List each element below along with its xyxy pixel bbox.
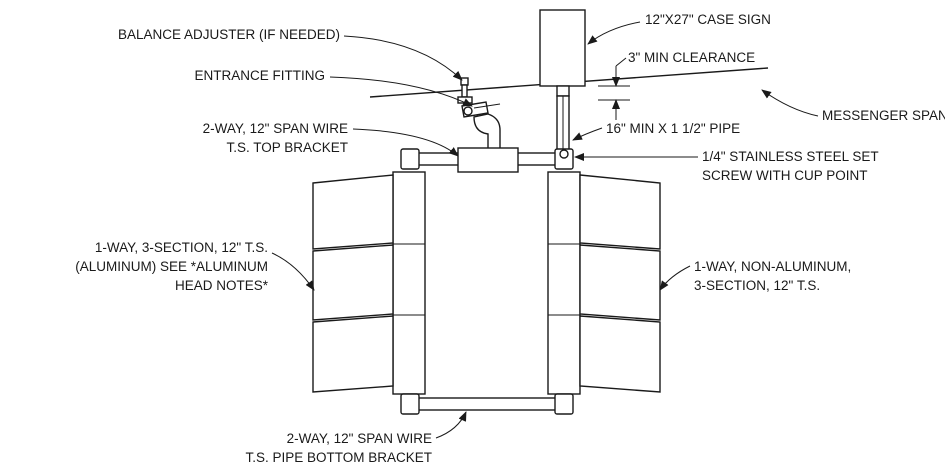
case-sign-leader <box>587 21 641 45</box>
messenger-span-leader <box>761 89 819 117</box>
pipe-leader <box>572 127 603 141</box>
non-aluminum-head-leader <box>659 265 691 291</box>
entrance-fitting-leader <box>329 76 473 107</box>
top-bracket <box>400 147 574 173</box>
label-bottom-bracket-1: 2-WAY, 12" SPAN WIRE <box>287 431 432 446</box>
case-sign <box>539 9 586 97</box>
label-set-screw-2: SCREW WITH CUP POINT <box>702 168 868 183</box>
balance-adjuster-leader <box>343 35 463 81</box>
label-non-aluminum-2: 3-SECTION, 12" T.S. <box>694 278 820 293</box>
left-signal-head <box>312 174 425 393</box>
label-set-screw-1: 1/4" STAINLESS STEEL SET <box>702 149 879 164</box>
left-signal-column <box>392 171 426 395</box>
right-signal-column <box>547 171 581 395</box>
top-bracket-leader <box>352 128 459 157</box>
label-aluminum-1: 1-WAY, 3-SECTION, 12" T.S. <box>95 240 268 255</box>
entrance-fitting <box>461 101 501 153</box>
bottom-bracket <box>400 393 574 415</box>
label-bottom-bracket-2: T.S. PIPE BOTTOM BRACKET <box>245 450 432 465</box>
label-aluminum-2: (ALUMINUM) SEE *ALUMINUM <box>75 259 268 274</box>
label-non-aluminum-1: 1-WAY, NON-ALUMINUM, <box>694 259 851 274</box>
label-top-bracket-1: 2-WAY, 12" SPAN WIRE <box>203 121 348 136</box>
label-min-clearance: 3" MIN CLEARANCE <box>628 50 755 65</box>
clearance-dimension <box>598 57 630 120</box>
label-pipe: 16" MIN X 1 1/2" PIPE <box>606 121 740 136</box>
label-balance-adjuster: BALANCE ADJUSTER (IF NEEDED) <box>118 27 340 42</box>
right-signal-head <box>548 174 661 393</box>
bottom-bracket-leader <box>435 411 467 439</box>
label-entrance-fitting: ENTRANCE FITTING <box>195 68 326 83</box>
label-case-sign: 12"X27" CASE SIGN <box>645 12 771 27</box>
aluminum-head-leader <box>271 252 315 291</box>
label-top-bracket-2: T.S. TOP BRACKET <box>226 140 348 155</box>
label-aluminum-3: HEAD NOTES* <box>175 278 269 293</box>
sign-support-pipe <box>556 95 570 155</box>
label-messenger-span: MESSENGER SPAN <box>822 108 945 123</box>
